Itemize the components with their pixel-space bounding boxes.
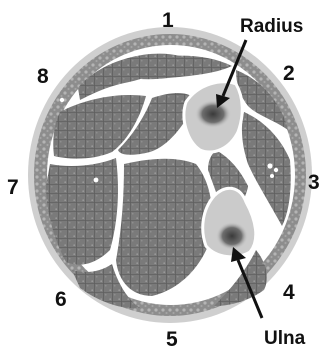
compartment-label-2: 2: [283, 62, 295, 85]
compartment-label-7: 7: [7, 176, 19, 199]
radius-marrow: [195, 100, 231, 128]
compartment-label-4: 4: [283, 281, 295, 304]
radius-bone: [184, 82, 242, 152]
radius-label: Radius: [240, 16, 303, 37]
compartment-label-8: 8: [37, 65, 49, 88]
compartment-label-1: 1: [162, 9, 174, 32]
compartment-label-3: 3: [308, 171, 320, 194]
compartment-label-6: 6: [55, 288, 67, 311]
compartment-label-5: 5: [166, 328, 178, 351]
ulna-marrow: [216, 222, 248, 250]
ulna-label: Ulna: [264, 328, 306, 349]
